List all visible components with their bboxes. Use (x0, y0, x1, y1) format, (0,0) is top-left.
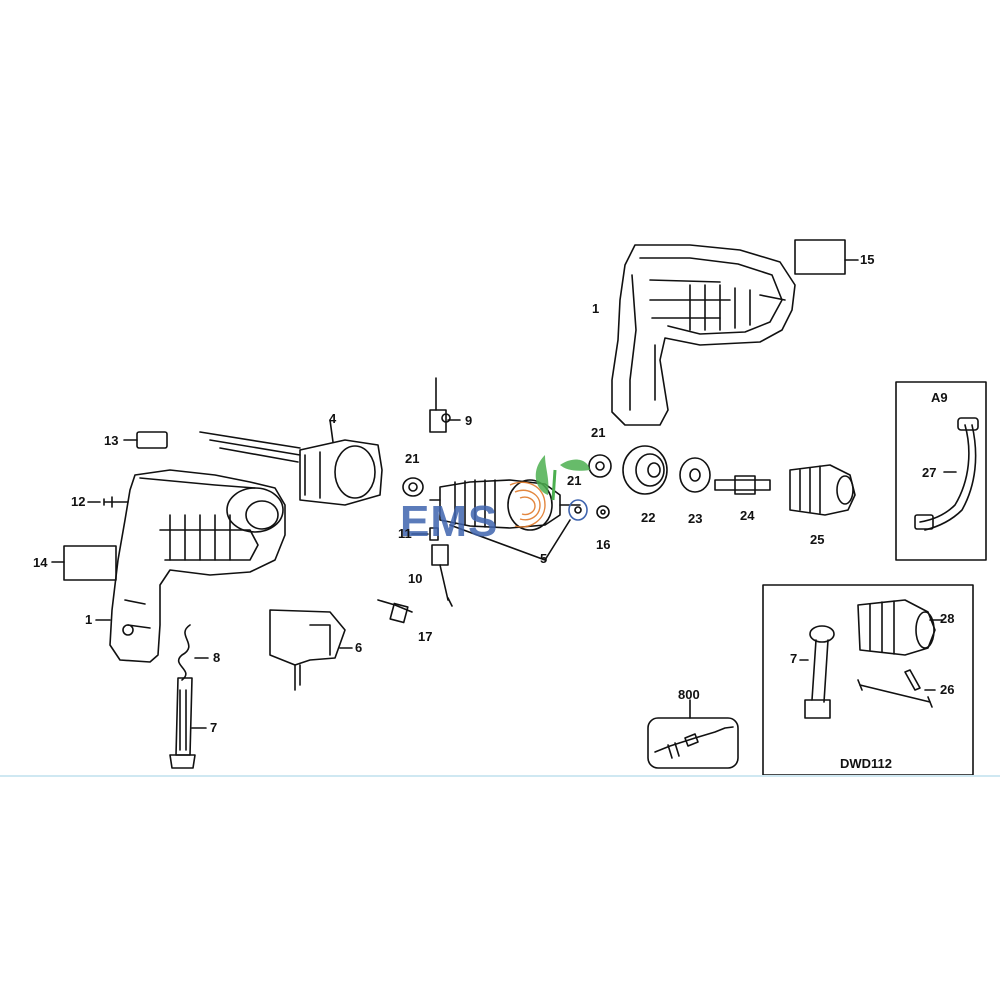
bearing-22 (622, 445, 668, 495)
side-handle-7 (169, 677, 207, 769)
washer-23 (679, 457, 711, 493)
spindle-24 (714, 475, 771, 495)
stator-field-4 (199, 419, 383, 506)
cord-set-800 (654, 726, 734, 759)
chuck-28 (857, 599, 943, 656)
callout-7-kit: 7 (790, 651, 798, 666)
connector-17 (377, 599, 413, 624)
callout-4: 4 (329, 411, 337, 426)
callout-800: 800 (678, 687, 700, 702)
label-plate-14 (63, 545, 117, 581)
bearing-16 (596, 505, 610, 519)
callout-27: 27 (922, 465, 937, 480)
kit-box-800 (647, 717, 739, 769)
spring-clip-8 (177, 624, 191, 681)
side-handle-7-kit (799, 625, 835, 719)
callout-7: 7 (210, 720, 218, 735)
callout-23: 23 (688, 511, 703, 526)
armature-5 (429, 479, 581, 561)
chuck-25 (789, 464, 856, 516)
callout-1-left: 1 (85, 612, 93, 627)
kit-label-a9: A9 (931, 390, 948, 405)
callout-24: 24 (740, 508, 755, 523)
washer-21a (402, 477, 424, 497)
brush-holder-10 (431, 544, 453, 607)
page-divider (0, 775, 1000, 777)
callout-5: 5 (540, 551, 548, 566)
callout-14: 14 (33, 555, 48, 570)
callout-26: 26 (940, 682, 955, 697)
watermark-graphic (509, 455, 590, 528)
part-13-block (136, 431, 168, 449)
callout-16: 16 (596, 537, 611, 552)
label-plate-15 (794, 239, 846, 275)
callout-21-upper: 21 (591, 425, 606, 440)
callout-10: 10 (408, 571, 423, 586)
housing-half-right (611, 244, 796, 426)
kit-box-a9 (895, 381, 987, 561)
callout-11: 11 (398, 526, 412, 541)
watermark-text: EMS (400, 497, 499, 546)
callout-9: 9 (465, 413, 473, 428)
depth-rod-27 (914, 417, 979, 531)
model-label-dwd112: DWD112 (840, 756, 893, 771)
switch-6 (269, 609, 353, 691)
callout-12: 12 (71, 494, 86, 509)
callout-28: 28 (940, 611, 955, 626)
callout-21-left: 21 (405, 451, 420, 466)
screw-12 (103, 496, 129, 508)
brush-11 (429, 527, 439, 541)
callout-1-right: 1 (592, 301, 600, 316)
callout-6: 6 (355, 640, 363, 655)
callout-13: 13 (104, 433, 119, 448)
callout-21-mid: 21 (567, 473, 582, 488)
washer-21c (588, 454, 612, 478)
callout-25: 25 (810, 532, 825, 547)
callout-15: 15 (860, 252, 875, 267)
callout-8: 8 (213, 650, 221, 665)
brush-holder-9 (429, 377, 461, 433)
callout-22: 22 (641, 510, 656, 525)
callout-17: 17 (418, 629, 433, 644)
drill-assembled-left (109, 469, 286, 663)
chuck-key-26 (857, 669, 936, 708)
